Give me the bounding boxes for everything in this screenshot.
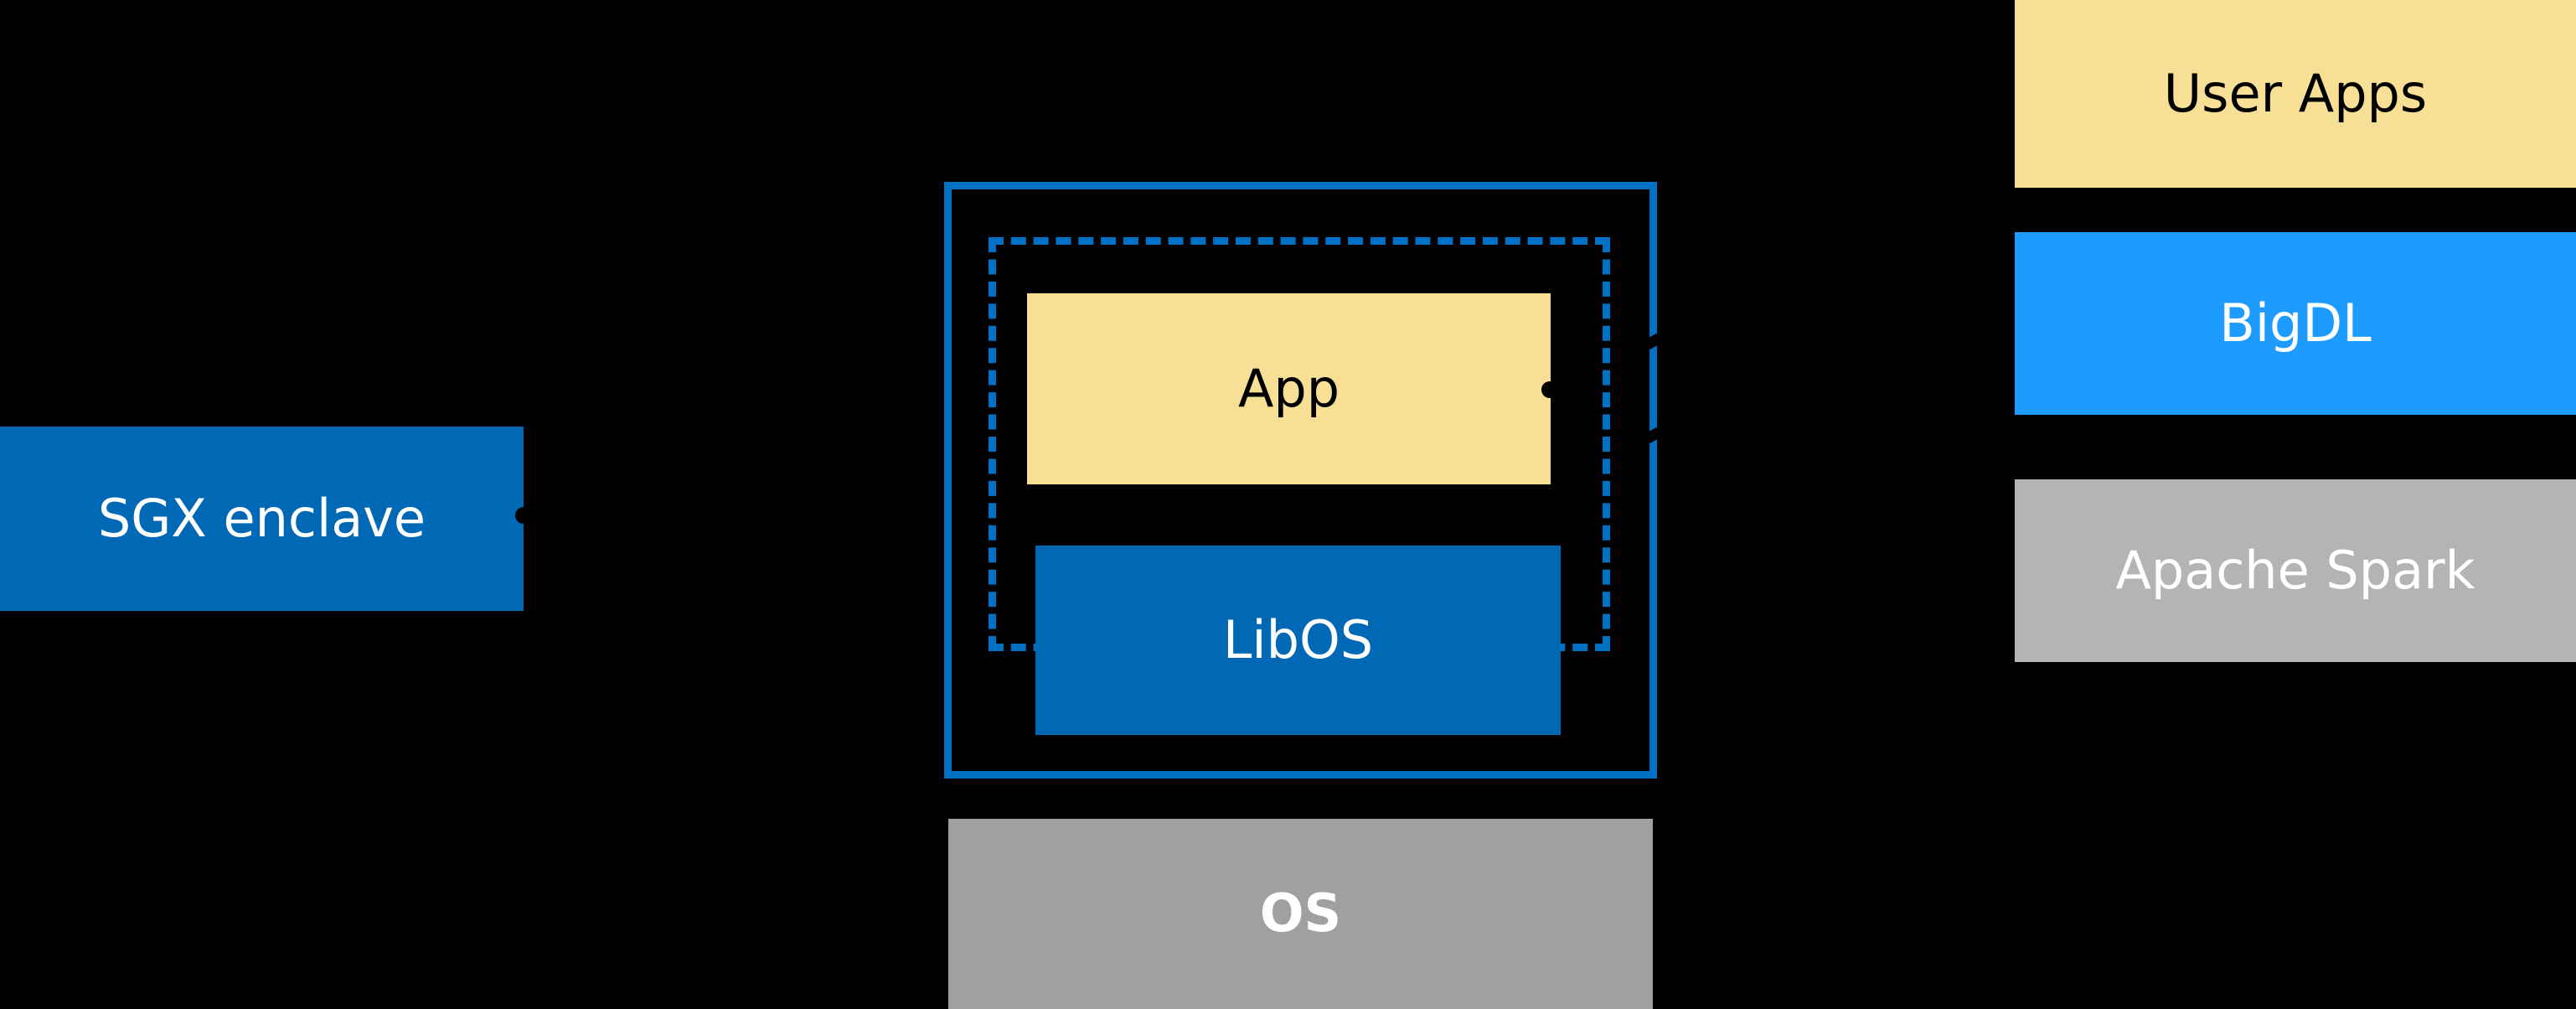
libos-label: LibOS bbox=[1222, 608, 1374, 670]
libos-block: LibOS bbox=[1035, 546, 1561, 735]
user-apps-block: User Apps bbox=[2015, 0, 2576, 188]
bigdl-label: BigDL bbox=[2219, 292, 2372, 354]
apache-spark-label: Apache Spark bbox=[2115, 539, 2475, 601]
user-apps-label: User Apps bbox=[2163, 62, 2428, 124]
app-connector-arrowhead bbox=[1541, 381, 1558, 398]
enclave-outer-frame bbox=[944, 182, 1657, 779]
sgx-enclave-block: SGX enclave bbox=[0, 427, 524, 611]
app-block: App bbox=[1027, 293, 1551, 484]
bigdl-block: BigDL bbox=[2015, 232, 2576, 415]
os-label: OS bbox=[1259, 882, 1342, 944]
app-label: App bbox=[1237, 357, 1340, 419]
apache-spark-block: Apache Spark bbox=[2015, 479, 2576, 662]
sgx-connector-arrowhead bbox=[515, 507, 532, 524]
os-block: OS bbox=[948, 819, 1653, 1009]
sgx-enclave-label: SGX enclave bbox=[97, 487, 426, 549]
